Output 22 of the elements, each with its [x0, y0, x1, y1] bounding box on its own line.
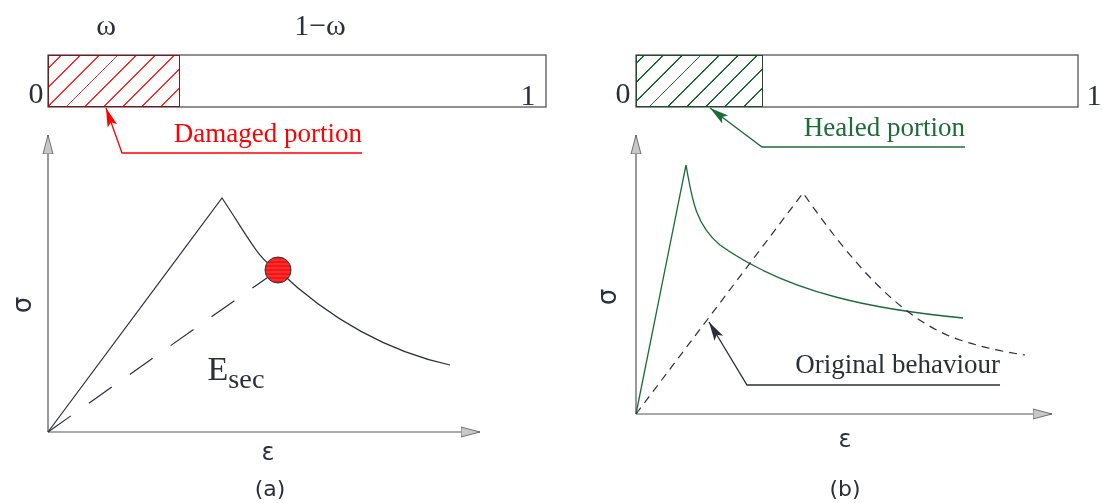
scale-label: 1 [520, 80, 536, 110]
callout-label: Original behaviour [747, 351, 1000, 385]
axis-label: ε [838, 427, 852, 451]
callout-label: Damaged portion [122, 120, 362, 153]
axis-label: ε [261, 440, 275, 464]
scale-label: 1 [1086, 80, 1102, 110]
hatched-region [48, 55, 180, 107]
leader-line [709, 107, 966, 148]
callout-label: Healed portion [762, 114, 965, 147]
leader-line [708, 321, 1001, 386]
symbol-label: 1−ω [294, 10, 346, 40]
hatched-region [636, 55, 763, 107]
symbol-label: ω [96, 10, 116, 40]
dashed-curve [635, 192, 1026, 415]
scale-label: 0 [615, 78, 631, 108]
panel-label: (a) [254, 478, 286, 500]
axis-label: σ [594, 288, 620, 306]
modulus-label: E$_{sec}$ [207, 352, 265, 394]
scale-label: 0 [28, 78, 44, 108]
panel-label: (b) [829, 478, 861, 500]
axis-label: σ [9, 296, 35, 314]
leader-line [105, 107, 363, 154]
